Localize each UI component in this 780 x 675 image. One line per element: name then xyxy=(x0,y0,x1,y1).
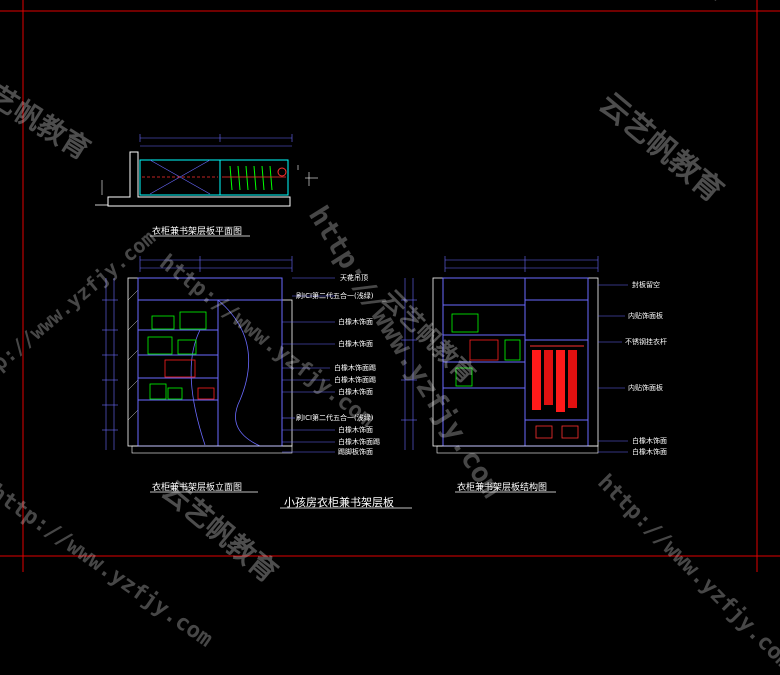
structure-label: 白橡木饰面 xyxy=(632,437,667,445)
structure-label: 不锈钢挂衣杆 xyxy=(625,338,667,346)
plan-right-wardrobe xyxy=(219,159,289,196)
elevation-cabinet xyxy=(137,277,283,447)
elevation-label: 白橡木饰面踢 xyxy=(334,376,376,384)
plan-view xyxy=(95,134,318,207)
elevation-label: 刷ICI第二代五合一(浅绿) xyxy=(296,414,374,422)
structure-leaders xyxy=(598,284,628,453)
elevation-label: 白橡木饰面 xyxy=(338,318,373,326)
plan-title: 衣柜兼书架层板平面图 xyxy=(152,227,243,237)
elevation-label: 白橡木饰面 xyxy=(338,388,373,396)
elevation-label: 白橡木饰面踢 xyxy=(334,364,376,372)
structure-label: 内贴饰面板 xyxy=(628,312,663,320)
elevation-label: 踢脚板饰面 xyxy=(338,448,373,456)
elevation-books xyxy=(147,311,207,400)
plan-wall xyxy=(107,151,291,207)
structure-clothes xyxy=(530,345,584,439)
structure-view xyxy=(401,256,599,454)
main-title: 小孩房衣柜兼书架层板 xyxy=(284,496,394,509)
structure-label: 封板留空 xyxy=(632,281,660,289)
elevation-label: 白橡木饰面 xyxy=(338,426,373,434)
elevation-view xyxy=(102,256,293,454)
elevation-leaders xyxy=(282,277,335,453)
elevation-label: 白橡木饰面 xyxy=(338,340,373,348)
plan-left-cabinet xyxy=(139,159,221,196)
elevation-title: 衣柜兼书架层板立面图 xyxy=(152,483,243,493)
elevation-label: 白橡木饰面踢 xyxy=(338,438,380,446)
elevation-label: 天花吊顶 xyxy=(340,274,368,282)
structure-label: 白橡木饰面 xyxy=(632,448,667,456)
cad-drawing-canvas xyxy=(0,0,780,572)
structure-label: 内贴饰面板 xyxy=(628,384,663,392)
structure-title: 衣柜兼书架层板结构图 xyxy=(457,483,548,493)
elevation-label: 刷ICI第二代五合一(浅绿) xyxy=(296,292,374,300)
drawing-frame xyxy=(0,0,780,572)
